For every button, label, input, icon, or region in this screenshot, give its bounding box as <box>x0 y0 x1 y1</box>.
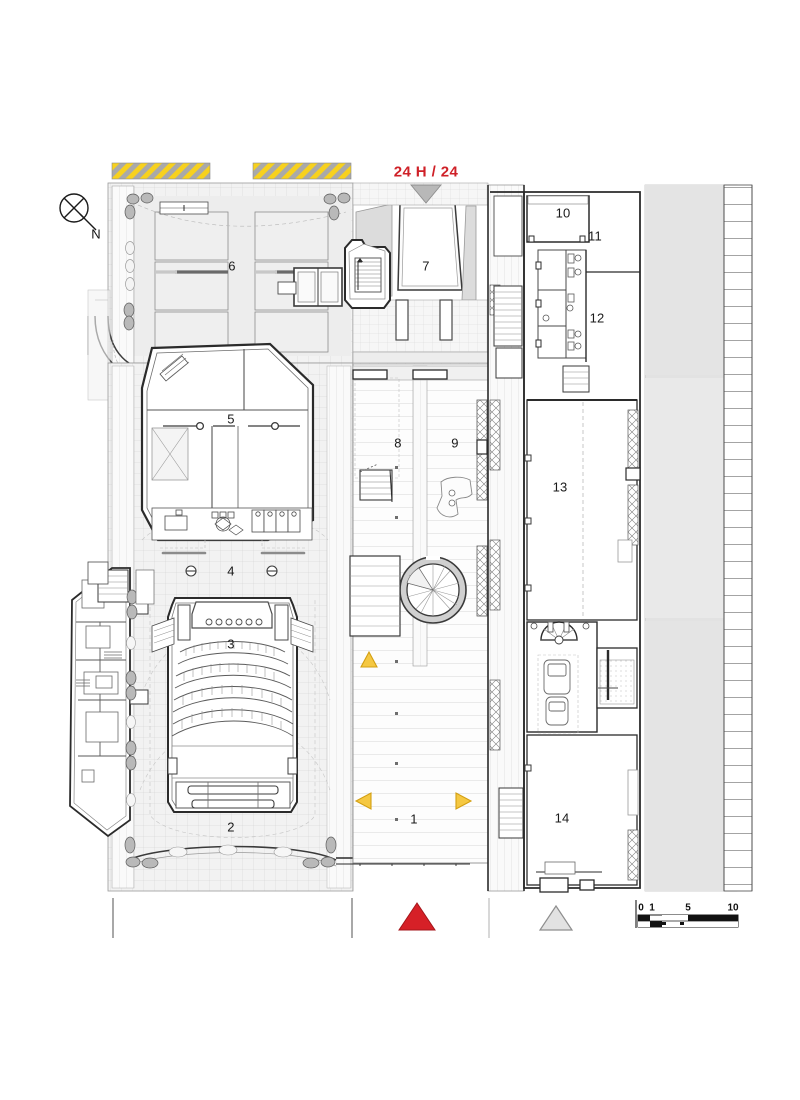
room-number-11: 11 <box>588 228 602 244</box>
west-annex <box>69 567 155 838</box>
spiral-stair-drum <box>349 545 488 637</box>
room-number-14: 14 <box>554 810 570 826</box>
central-core-upper <box>277 182 489 309</box>
section-ticks <box>112 898 490 938</box>
room-number-2: 2 <box>227 819 235 835</box>
scale-tick-5: 5 <box>685 902 691 914</box>
pavilion-room-5 <box>140 342 315 542</box>
room-number-4: 4 <box>227 563 235 579</box>
plaza-stair-upper <box>87 561 109 585</box>
room-number-3: 3 <box>227 636 235 652</box>
room-number-5: 5 <box>227 411 235 427</box>
hazard-stripe-right <box>252 162 352 180</box>
view-marker-left <box>354 792 372 810</box>
east-building <box>490 191 641 893</box>
scale-bar <box>635 900 739 928</box>
north-label: N <box>91 226 101 242</box>
scale-tick-10: 10 <box>727 902 739 914</box>
room-number-9: 9 <box>451 435 459 451</box>
north-parking-deck <box>87 162 354 401</box>
view-marker-up <box>360 650 378 668</box>
room-number-6: 6 <box>228 258 236 274</box>
legend-triangle-red <box>398 902 436 931</box>
legend-triangle-grey <box>538 904 574 931</box>
auditorium-room-3 <box>149 597 316 838</box>
scale-tick-1: 1 <box>649 902 655 914</box>
forecourt-room-4 <box>160 540 306 577</box>
room-number-7: 7 <box>422 258 430 274</box>
scale-tick-0: 0 <box>638 902 644 914</box>
room-number-10: 10 <box>555 205 571 221</box>
room-number-1: 1 <box>410 811 418 827</box>
north-arrow <box>59 193 97 231</box>
rooms-8-9-details <box>352 369 488 518</box>
room-number-8: 8 <box>394 435 402 451</box>
room-number-12: 12 <box>589 310 605 326</box>
room-number-13: 13 <box>552 479 568 495</box>
site-edge-band <box>644 184 753 892</box>
title-24h-label: 24 H / 24 <box>393 163 459 181</box>
hazard-stripe-left <box>111 162 211 180</box>
grey-triangle-marker-top <box>410 184 442 204</box>
view-marker-right <box>455 792 473 810</box>
